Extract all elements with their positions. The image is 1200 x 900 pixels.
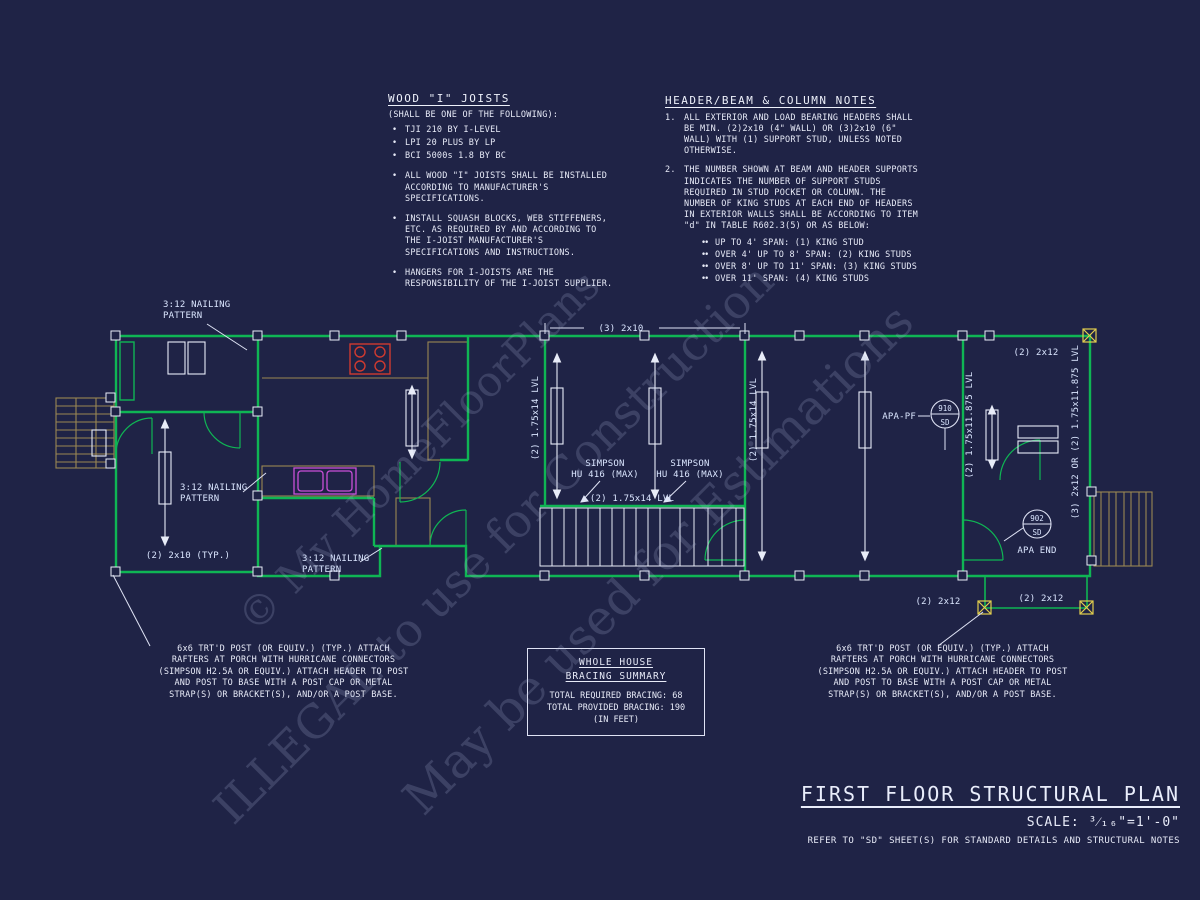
utility-appliances [91,341,1059,457]
header-beam-items: 1. ALL EXTERIOR AND LOAD BEARING HEADERS… [665,113,923,233]
list-item: OVER 4' UP TO 8' SPAN: (2) KING STUDS [701,250,923,261]
sheet-scale: SCALE: ³⁄₁₆"=1'-0" [1026,815,1180,830]
dim-2-2x12-bottom-1: (2) 2x12 [916,597,961,607]
simpson-label-1a: SIMPSON [585,459,624,469]
post-note-left: 6x6 TRT'D POST (OR EQUIV.) (TYP.) ATTACH… [158,644,409,700]
joist-span-arrows [160,350,997,562]
apa-pf-label: APA-PF [882,412,916,422]
note-text: ALL EXTERIOR AND LOAD BEARING HEADERS SH… [684,112,913,157]
list-item: UP TO 4' SPAN: (1) KING STUD [701,238,923,249]
tag-902-sd: SD [1032,528,1042,537]
bracing-title-line2: BRACING SUMMARY [565,670,667,682]
wood-joists-notes: WOOD "I" JOISTS (SHALL BE ONE OF THE FOL… [388,92,616,299]
tag-circle-902 [1022,509,1052,539]
list-item: TJI 210 BY I-LEVEL [388,125,616,136]
nailing-label-2: 3:12 NAILING [180,483,247,493]
simpson-label-2b: HU 416 (MAX) [656,470,723,480]
list-item: BCI 5000s 1.8 BY BC [388,151,616,162]
wood-joists-title: WOOD "I" JOISTS [388,92,510,105]
lvl-right-wall: (2) 1.75x11.875 LVL [965,372,975,479]
nailing-label-1b: PATTERN [163,311,202,321]
wood-joists-options: TJI 210 BY I-LEVEL LPI 20 PLUS BY LP BCI… [388,125,616,163]
simpson-label-2a: SIMPSON [670,459,709,469]
apa-end-label: APA END [1017,546,1056,556]
post-note-right: 6x6 TRT'D POST (OR EQUIV.) (TYP.) ATTACH… [817,644,1068,700]
plan-labels: 3:12 NAILING PATTERN 3:12 NAILING PATTER… [146,300,1081,607]
header-beam-notes: HEADER/BEAM & COLUMN NOTES 1. ALL EXTERI… [665,94,923,287]
stove [349,343,391,375]
list-item: LPI 20 PLUS BY LP [388,138,616,149]
list-item: ALL WOOD "I" JOISTS SHALL BE INSTALLED A… [388,171,616,205]
list-item: HANGERS FOR I-JOISTS ARE THE RESPONSIBIL… [388,268,616,290]
note-item: 2. THE NUMBER SHOWN AT BEAM AND HEADER S… [665,165,923,232]
bracing-unit: (IN FEET) [592,715,640,726]
tag-902-number: 902 [1030,514,1044,523]
note-number: 1. [665,112,676,123]
wood-joists-general-notes: ALL WOOD "I" JOISTS SHALL BE INSTALLED A… [388,171,616,290]
list-item: OVER 8' UP TO 11' SPAN: (3) KING STUDS [701,262,923,273]
tag-910-number: 910 [938,404,952,413]
stud-markers [105,330,1097,581]
bracing-summary-box: WHOLE HOUSE BRACING SUMMARY TOTAL REQUIR… [527,648,705,737]
lvl-stair-header: (2) 1.75x14 LVL [590,494,674,504]
simpson-label-1b: HU 416 (MAX) [571,470,638,480]
bracing-provided: TOTAL PROVIDED BRACING: 190 [546,702,686,713]
list-item: INSTALL SQUASH BLOCKS, WEB STIFFENERS, E… [388,214,616,259]
nailing-label-3: 3:12 NAILING [302,554,369,564]
bracing-title-line1: WHOLE HOUSE [579,657,653,668]
kitchen-counters [261,341,469,547]
nailing-label-2b: PATTERN [180,494,219,504]
dim-3-2x10: (3) 2x10 [599,324,644,334]
header-beam-title: HEADER/BEAM & COLUMN NOTES [665,94,877,107]
porch-left-deck [55,397,115,469]
leader-lines [112,323,1024,647]
bracing-required: TOTAL REQUIRED BRACING: 68 [549,690,683,701]
lvl-left-wall: (2) 1.75x14 LVL [531,376,541,460]
wood-joists-subtitle: (SHALL BE ONE OF THE FOLLOWING): [388,109,559,120]
dim-2-2x12-top: (2) 2x12 [1014,348,1059,358]
title-block: FIRST FLOOR STRUCTURAL PLAN SCALE: ³⁄₁₆"… [801,782,1180,846]
king-stud-schedule: UP TO 4' SPAN: (1) KING STUD OVER 4' UP … [665,238,923,286]
note-number: 2. [665,165,676,176]
note-item: 1. ALL EXTERIOR AND LOAD BEARING HEADERS… [665,113,923,158]
stairs [539,507,745,567]
kitchen-sink [293,467,357,495]
door-swings [115,411,1041,561]
sheet-note: REFER TO "SD" SHEET(S) FOR STANDARD DETA… [807,836,1180,846]
tag-910-sd: SD [940,418,950,427]
joist-beams [158,387,999,505]
lvl-far-right-wall: (3) 2x12 OR (2) 1.75x11.875 LVL [1071,345,1081,519]
note-text: THE NUMBER SHOWN AT BEAM AND HEADER SUPP… [684,165,918,232]
sheet-title: FIRST FLOOR STRUCTURAL PLAN [800,782,1180,806]
dim-2-2x10-typ: (2) 2x10 (TYP.) [146,551,230,561]
list-item: OVER 11' SPAN: (4) KING STUDS [701,274,923,285]
nailing-label-3b: PATTERN [302,565,341,575]
holddown-anchors [977,328,1097,615]
nailing-label-1: 3:12 NAILING [163,300,230,310]
porch-right-deck [1093,491,1153,567]
lvl-mid-wall: (2) 1.75x14 LVL [749,378,759,462]
dim-2-2x12-bottom-2: (2) 2x12 [1019,594,1064,604]
tag-circle-910 [930,399,960,429]
